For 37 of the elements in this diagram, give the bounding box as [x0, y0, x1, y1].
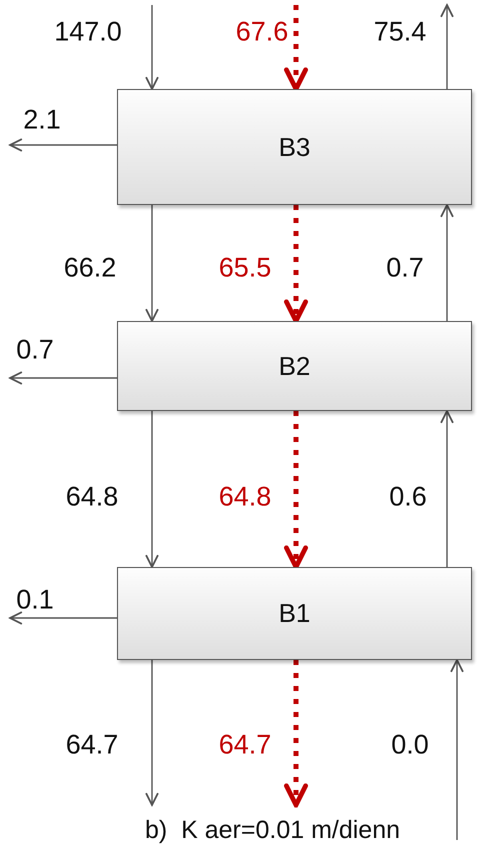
edge-label: 2.1 [23, 106, 61, 134]
arrow [440, 204, 454, 321]
process-box [117, 567, 472, 660]
box-label: B3 [278, 132, 310, 162]
arrow [146, 411, 158, 568]
process-box [117, 321, 472, 411]
edge-label: 64.7 [218, 732, 272, 758]
edge-label: 0.7 [16, 336, 54, 364]
edge-label: 75.4 [374, 18, 426, 46]
caption: b) K aer=0.01 m/dienn [145, 818, 400, 843]
edge-label: 0.1 [16, 586, 54, 614]
process-box [117, 89, 472, 205]
edge-label: 67.6 [236, 18, 288, 46]
edge-label: 0.0 [391, 732, 429, 758]
arrow [146, 205, 158, 322]
dashed-arrow [284, 5, 308, 92]
edge-label: 147.0 [54, 18, 122, 46]
arrow [9, 372, 117, 384]
edge-label: 64.8 [66, 484, 118, 510]
edge-label: 65.5 [218, 254, 272, 282]
edge-label: 64.8 [218, 484, 272, 510]
edge-label: 64.7 [66, 732, 118, 758]
arrow [9, 612, 117, 624]
dashed-arrow [284, 660, 308, 808]
arrow [450, 659, 464, 840]
arrow [9, 138, 117, 152]
edge-label: 66.2 [64, 254, 116, 282]
edge-label: 0.7 [386, 254, 424, 282]
box-label: B2 [278, 350, 310, 382]
edge-label: 0.6 [389, 484, 427, 510]
dashed-arrow [284, 411, 308, 570]
arrow [146, 5, 158, 90]
arrow [146, 660, 158, 806]
dashed-arrow [284, 205, 308, 324]
box-label: B1 [278, 598, 310, 629]
arrow [440, 4, 454, 89]
arrow [440, 410, 454, 567]
